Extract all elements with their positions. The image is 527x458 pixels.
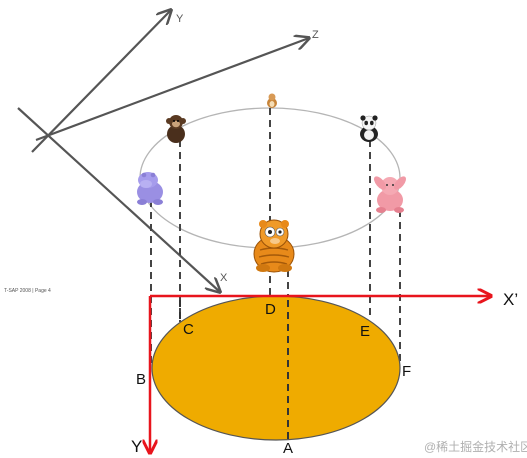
point-a-label: A bbox=[283, 440, 293, 457]
projection-lines-front bbox=[179, 300, 289, 440]
hippo-icon bbox=[137, 172, 163, 205]
hamster-icon bbox=[267, 93, 277, 108]
bear-icon bbox=[253, 219, 295, 273]
y-axis-3d bbox=[31, 10, 171, 153]
point-c-label: C bbox=[183, 321, 194, 338]
watermark: @稀土掘金技术社区 bbox=[424, 439, 527, 454]
x-axis-3d bbox=[17, 107, 220, 292]
point-f-label: F bbox=[402, 363, 411, 380]
point-d-label: D bbox=[265, 301, 276, 318]
projection-ellipse bbox=[151, 295, 401, 441]
slide-caption: T-SAP 2008 | Page 4 bbox=[4, 288, 51, 294]
y-projection-label: Y bbox=[131, 437, 142, 456]
point-e-label: E bbox=[360, 323, 370, 340]
x-axis-3d-label: X bbox=[220, 272, 228, 284]
y-axis-3d-label: Y bbox=[176, 13, 184, 25]
monkey-icon bbox=[166, 115, 186, 143]
z-axis-3d-label: Z bbox=[312, 29, 319, 41]
point-b-label: B bbox=[136, 371, 146, 388]
x-prime-label: X’ bbox=[503, 290, 518, 309]
axes-3d bbox=[17, 10, 309, 292]
panda-icon bbox=[360, 115, 378, 142]
bunny-icon bbox=[374, 176, 406, 213]
z-axis-3d bbox=[35, 38, 309, 142]
